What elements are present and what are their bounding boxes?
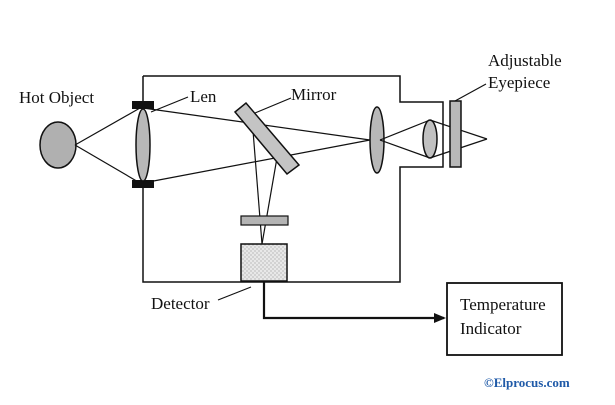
ray-object-top — [74, 107, 141, 146]
leader-lens — [150, 96, 189, 113]
filter-bar — [240, 215, 289, 226]
indicator-label-line2: Indicator — [460, 319, 522, 338]
lens-stop-bottom — [132, 180, 154, 188]
eyepiece-label-line1: Adjustable — [488, 51, 562, 70]
mirror-shape — [233, 101, 301, 176]
ray-mirror-right — [261, 151, 279, 245]
eyepiece-plate — [449, 100, 462, 168]
leader-mirror — [254, 97, 292, 114]
ray-lens-bottom — [142, 139, 371, 184]
signal-line — [262, 281, 446, 323]
lens-label: Len — [190, 87, 217, 106]
mirror-label: Mirror — [291, 85, 337, 104]
detector-shape — [240, 243, 288, 282]
housing-outline — [142, 75, 444, 283]
hot-object-label: Hot Object — [19, 88, 95, 107]
ray-eyepiece-top — [379, 119, 431, 141]
leader-eyepiece — [454, 83, 487, 102]
detector-label: Detector — [151, 294, 210, 313]
field-lens-shape — [369, 106, 385, 174]
ray-eyepiece-bottom — [379, 139, 431, 159]
temperature-indicator-box — [446, 282, 563, 356]
ray-object-bottom — [74, 144, 141, 184]
lens-stop-top — [132, 101, 154, 109]
leader-detector — [217, 286, 252, 301]
indicator-label-line1: Temperature — [460, 295, 546, 314]
objective-lens-shape — [135, 108, 151, 182]
eyepiece-lens-shape — [422, 119, 438, 159]
hot-object-shape — [39, 121, 77, 169]
source-credit: ©Elprocus.com — [484, 375, 570, 390]
eyepiece-label-line2: Eyepiece — [488, 73, 551, 92]
